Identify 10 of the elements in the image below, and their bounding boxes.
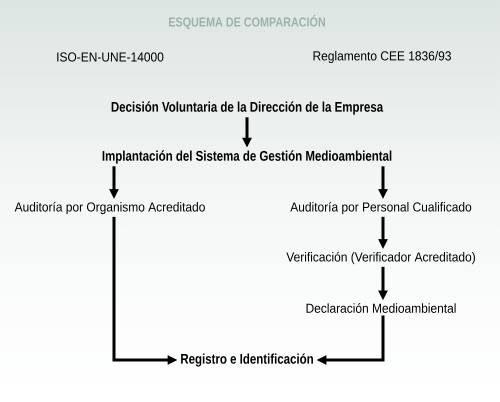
step-label: Verificación (Verificador Acreditado) bbox=[286, 252, 475, 264]
step-label: Auditoría por Personal Cualificado bbox=[290, 202, 472, 214]
step-label: Auditoría por Organismo Acreditado bbox=[14, 202, 205, 214]
column-heading: Reglamento CEE 1836/93 bbox=[314, 50, 451, 64]
step-label: Implantación del Sistema de Gestión Medioambiental bbox=[102, 150, 392, 164]
step-label: Decisión Voluntaria de la Dirección de la Empresa bbox=[112, 101, 384, 115]
step-label: Declaración Medioambiental bbox=[306, 303, 456, 313]
step-label: Registro e Identificación bbox=[181, 353, 313, 367]
column-heading: ISO-EN-UNE-14000 bbox=[57, 52, 164, 62]
diagram-title: ESQUEMA DE COMPARACIÓN bbox=[169, 14, 325, 30]
